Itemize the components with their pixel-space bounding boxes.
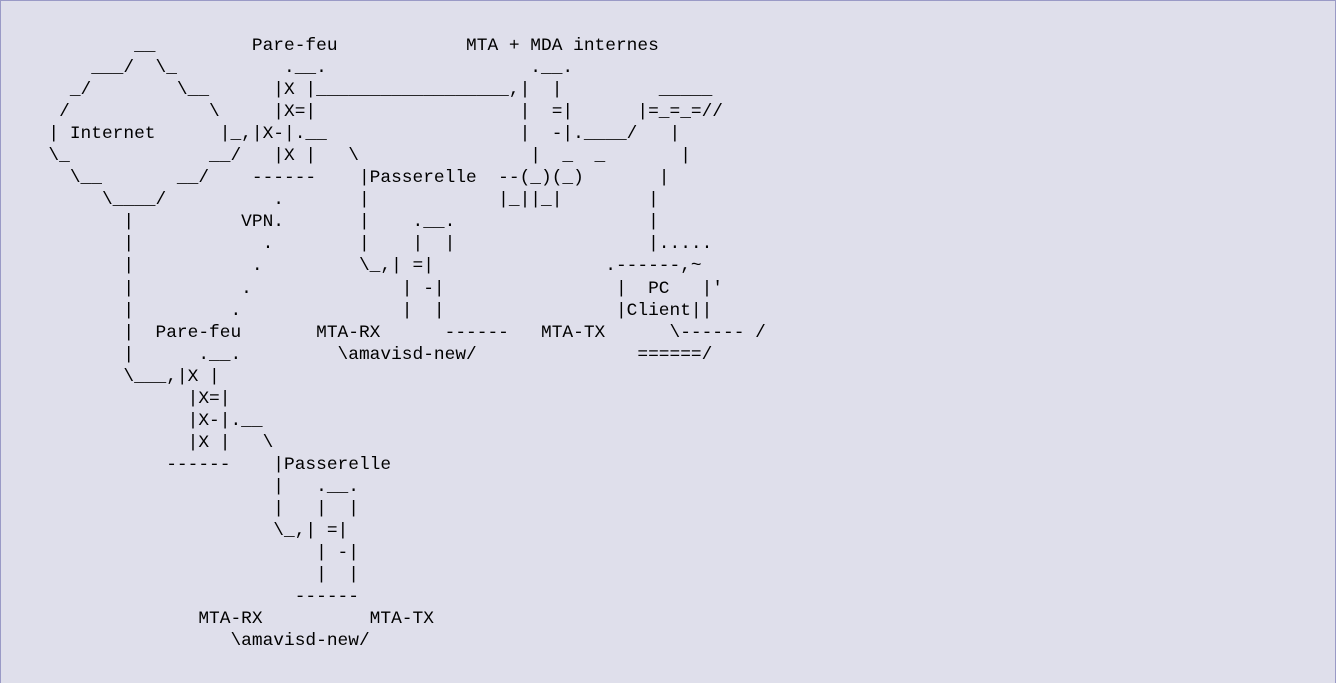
ascii-network-diagram: __ Pare-feu MTA + MDA internes ___/ \_ .… xyxy=(27,35,766,652)
